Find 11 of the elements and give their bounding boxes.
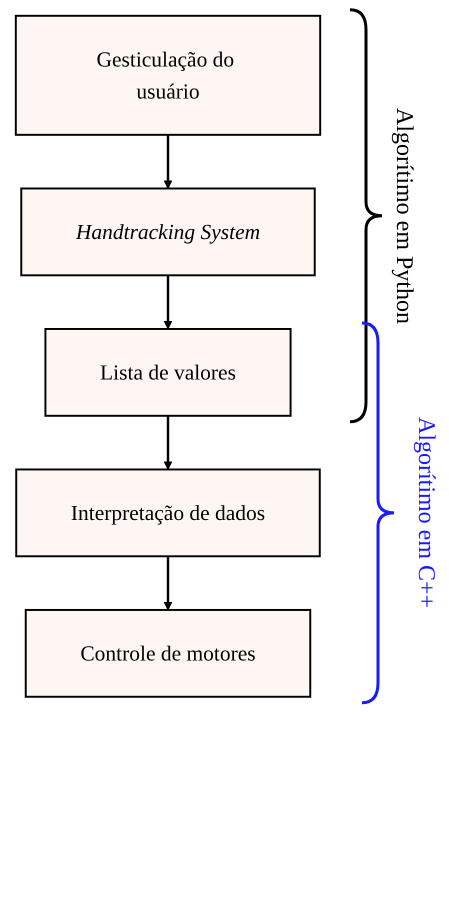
node-box: Interpretação de dados (15, 468, 321, 558)
node-box: Handtracking System (20, 188, 316, 276)
node-box: Controle de motores (24, 608, 312, 698)
arrow (164, 275, 172, 330)
arrow (164, 416, 172, 470)
node-box: Lista de valores (44, 328, 292, 417)
arrow (164, 556, 172, 610)
arrow (164, 134, 172, 189)
brace-label: Algorítimo em Python (390, 108, 417, 324)
node-box: Gesticulação do usuário (14, 14, 322, 136)
brace-label: Algorítimo em C++ (412, 417, 439, 608)
